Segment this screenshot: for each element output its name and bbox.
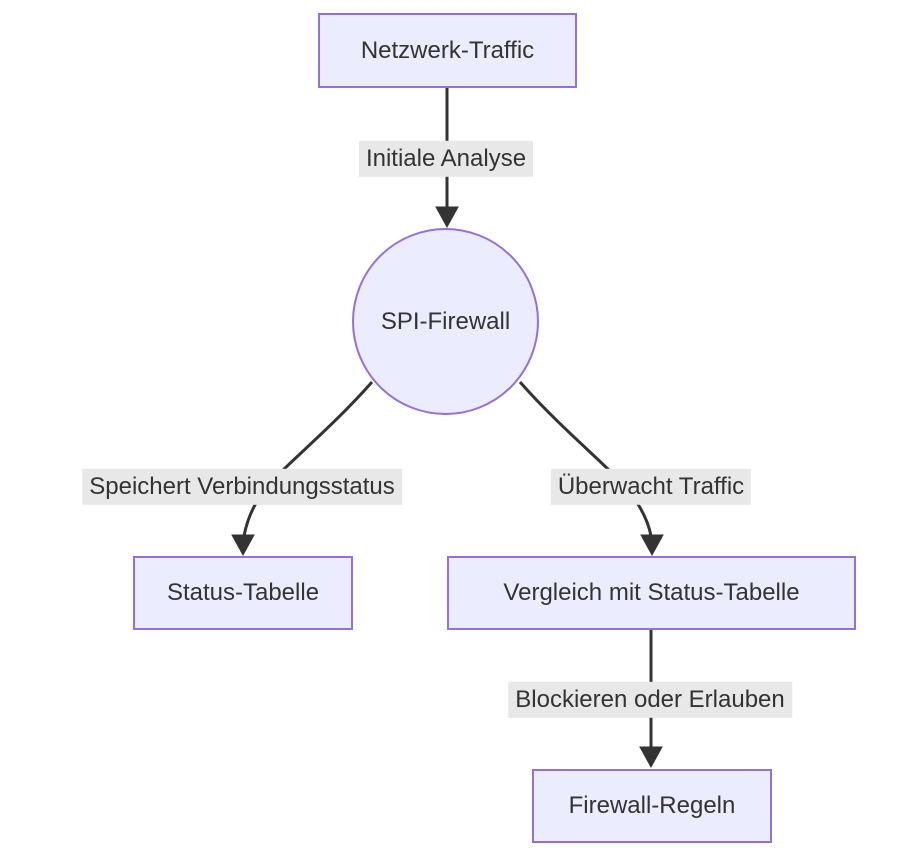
edge-label-blockieren-oder-erlauben: Blockieren oder Erlauben [508, 681, 792, 719]
arrowhead-down-icon [639, 746, 663, 769]
node-status-tabelle: Status-Tabelle [133, 556, 353, 630]
node-status-tabelle-label: Status-Tabelle [166, 579, 320, 606]
node-vergleich-mit-status-tabelle: Vergleich mit Status-Tabelle [447, 556, 856, 630]
node-vergleich-label: Vergleich mit Status-Tabelle [503, 579, 800, 606]
node-spi-firewall-label: SPI-Firewall [380, 307, 511, 335]
arrowhead-down-icon [435, 206, 459, 229]
edge-label-initiale-analyse: Initiale Analyse [358, 140, 534, 178]
node-netzwerk-traffic: Netzwerk-Traffic [318, 13, 577, 88]
node-spi-firewall: SPI-Firewall [352, 228, 539, 415]
node-firewall-regeln-label: Firewall-Regeln [568, 792, 736, 819]
node-firewall-regeln: Firewall-Regeln [532, 769, 772, 843]
arrowhead-down-icon [640, 534, 664, 557]
edge-label-ueberwacht-traffic: Überwacht Traffic [550, 468, 752, 506]
edge-label-speichert-verbindungsstatus: Speichert Verbindungsstatus [82, 468, 402, 506]
arrowhead-down-icon [231, 534, 255, 557]
node-netzwerk-traffic-label: Netzwerk-Traffic [360, 36, 535, 64]
